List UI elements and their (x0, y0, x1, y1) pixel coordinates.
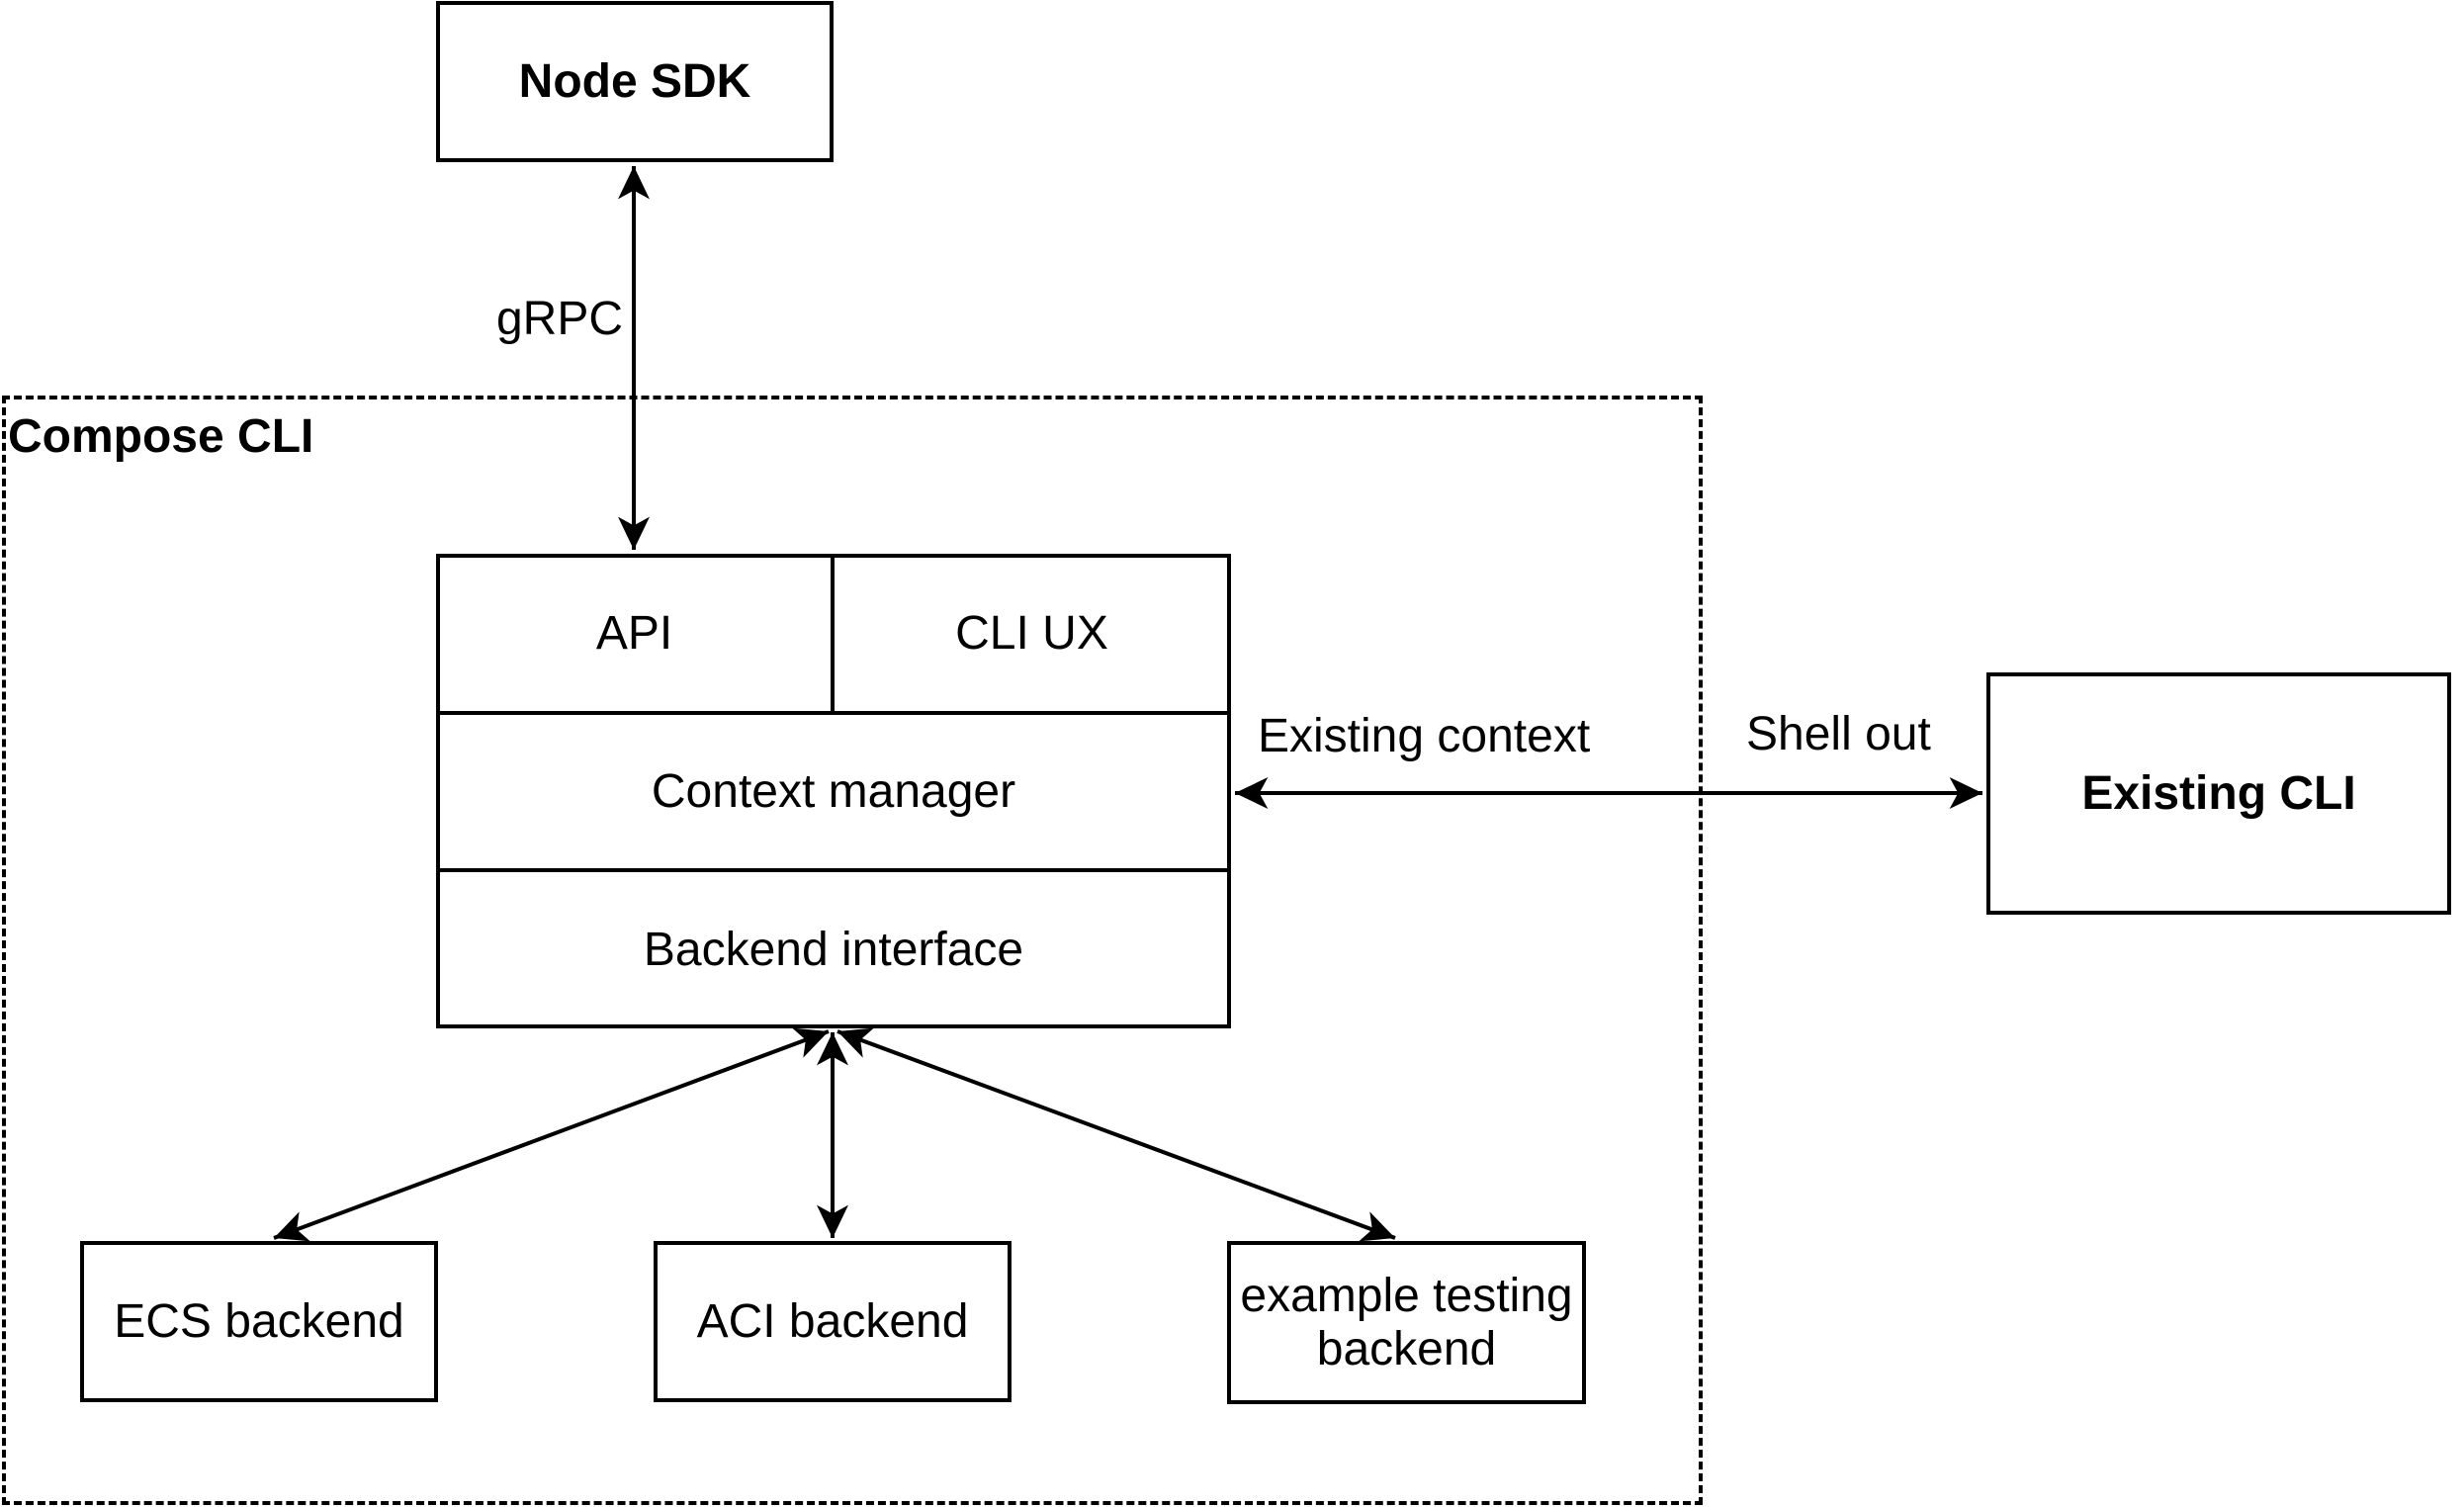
node-sdk-label: Node SDK (518, 54, 751, 108)
example-testing-backend-label: example testing backend (1240, 1269, 1573, 1375)
ecs-backend-box: ECS backend (80, 1241, 438, 1402)
stack-divider-row2 (436, 868, 1231, 872)
compose-cli-group-border (2, 396, 1703, 1505)
compose-cli-group-title: Compose CLI (8, 410, 314, 463)
stack-divider-row1 (436, 711, 1231, 715)
api-cell: API (436, 554, 833, 713)
cli-ux-label: CLI UX (955, 607, 1108, 660)
api-label: API (595, 607, 673, 660)
context-manager-cell: Context manager (436, 713, 1231, 870)
existing-cli-box: Existing CLI (1986, 672, 2451, 915)
backend-interface-cell: Backend interface (436, 870, 1231, 1028)
stack-divider-api-cliux (831, 554, 835, 713)
cli-ux-cell: CLI UX (833, 554, 1231, 713)
grpc-edge-label: gRPC (465, 293, 623, 346)
shell-out-edge-label: Shell out (1746, 708, 1931, 761)
node-sdk-box: Node SDK (436, 1, 834, 162)
aci-backend-box: ACI backend (654, 1241, 1012, 1402)
backend-interface-label: Backend interface (643, 923, 1024, 976)
ecs-backend-label: ECS backend (114, 1294, 404, 1348)
existing-cli-label: Existing CLI (2081, 766, 2356, 820)
example-testing-backend-box: example testing backend (1227, 1241, 1586, 1404)
aci-backend-label: ACI backend (696, 1294, 969, 1348)
existing-context-edge-label: Existing context (1258, 710, 1591, 763)
context-manager-label: Context manager (651, 765, 1016, 818)
